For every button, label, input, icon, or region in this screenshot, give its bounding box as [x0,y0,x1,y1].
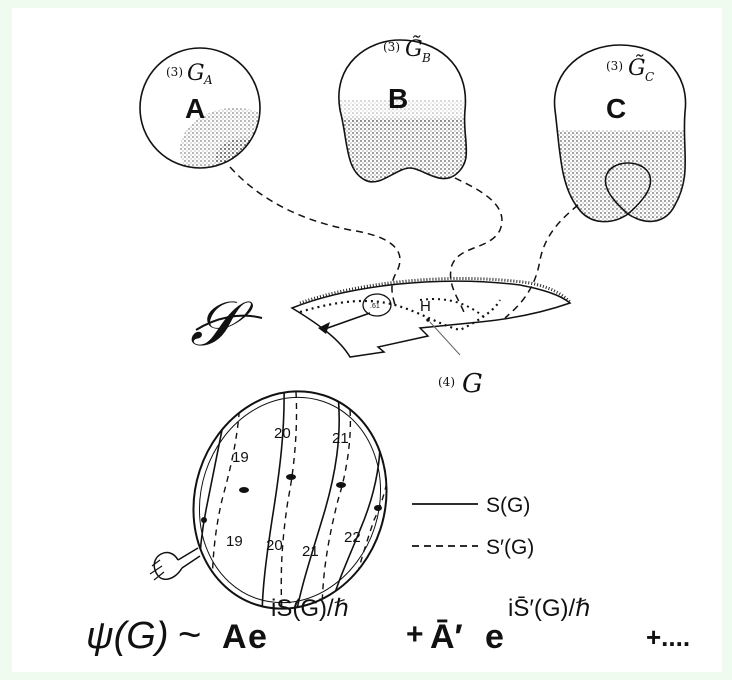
blob-b-superscript: (3) [383,40,400,54]
legend: S(G) S′(G) [412,494,534,559]
blob-b: (3) G̃ B B [338,36,468,183]
formula-sim: ~ [178,613,201,657]
blob-b-subscript: B [421,51,431,65]
blob-a-geometry-symbol: G [187,61,205,86]
formula-ellipsis: +.... [646,622,690,652]
lens-number-dashed-22: 22 [344,529,361,546]
lens-number-solid-19: 19 [232,449,249,466]
formula-coef-a: A [222,618,247,656]
blob-a-superscript: (3) [166,65,183,79]
lens-number-dashed-19: 19 [226,533,243,550]
blob-c-superscript: (3) [606,59,623,73]
formula-exp-base-1: e [248,618,267,656]
formula-plus: + [406,618,424,651]
lens-number-dashed-20: 20 [266,537,283,554]
spacetime-label-superscript: (4) [438,375,455,389]
blob-c-subscript: C [645,70,654,84]
formula-psi: ψ(G) [86,615,169,657]
wavefunction-formula: ψ(G) ~ A e iS(G)/ℏ + Ā′ e iS̄′(G)/ℏ +...… [86,595,690,657]
lens-number-dashed-21: 21 [302,543,319,560]
lens-number-solid-21: 21 [332,430,349,447]
point-h-label: H [420,298,431,315]
spacetime-label-symbol: G [462,369,483,399]
superspace-sheet: .61 H [290,277,572,358]
blob-a-letter: A [185,93,205,124]
superspace-symbol: 𝒮 [190,287,254,360]
blob-a: (3) G A A [139,47,261,169]
formula-exponent-2: iS̄′(G)/ℏ [508,595,590,622]
formula-exp-base-2: e [485,618,504,656]
legend-label-s: S(G) [486,494,530,517]
formula-exponent-1: iS(G)/ℏ [271,595,349,622]
blob-c: (3) G̃ C C [553,44,687,223]
blob-c-letter: C [606,93,626,124]
dashed-connectors [229,166,579,319]
blob-b-letter: B [388,83,408,114]
blob-b-geometry-symbol: G̃ [405,36,423,62]
blob-c-geometry-symbol: G̃ [628,55,646,81]
small-label-in-circle: .61 [370,303,380,310]
lens-number-solid-20: 20 [274,425,291,442]
magnifier-lens: 19 20 21 19 20 21 22 [149,384,392,621]
formula-coef-a-bar-prime: Ā′ [430,618,463,656]
blob-a-subscript: A [203,73,213,87]
legend-label-s-prime: S′(G) [486,536,534,559]
point-h-marker [426,318,430,322]
